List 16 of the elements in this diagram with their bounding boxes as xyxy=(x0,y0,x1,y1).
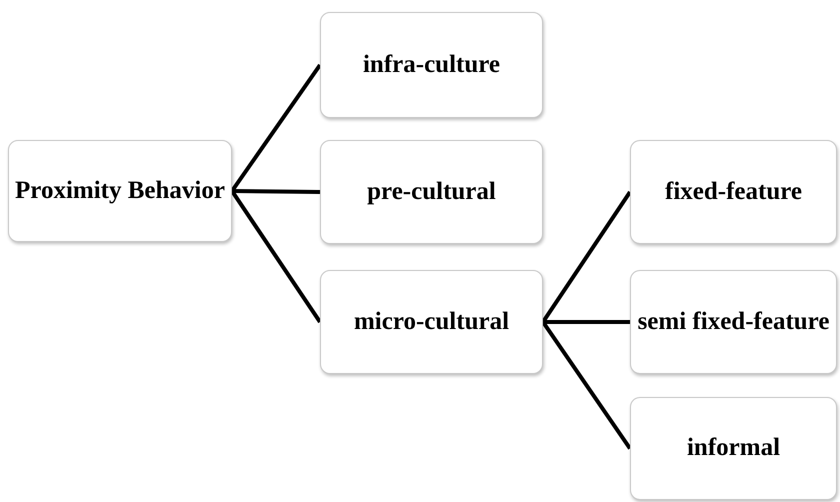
node-label: informal xyxy=(686,435,780,462)
category-box xyxy=(8,140,232,242)
node-label: Proximity Behavior xyxy=(15,178,225,204)
category-box xyxy=(320,12,543,118)
connector-line xyxy=(543,320,630,324)
connector-line xyxy=(232,189,320,194)
category-box xyxy=(630,140,837,244)
category-box xyxy=(320,140,543,244)
node-label: micro-cultural xyxy=(354,308,510,336)
category-box xyxy=(320,270,543,374)
node-label: infra-culture xyxy=(362,52,500,78)
category-box xyxy=(630,270,837,374)
category-box xyxy=(630,397,837,500)
node-label: semi fixed-feature xyxy=(638,308,830,336)
node-label: fixed-feature xyxy=(665,178,802,206)
node-label: pre-cultural xyxy=(367,178,496,206)
